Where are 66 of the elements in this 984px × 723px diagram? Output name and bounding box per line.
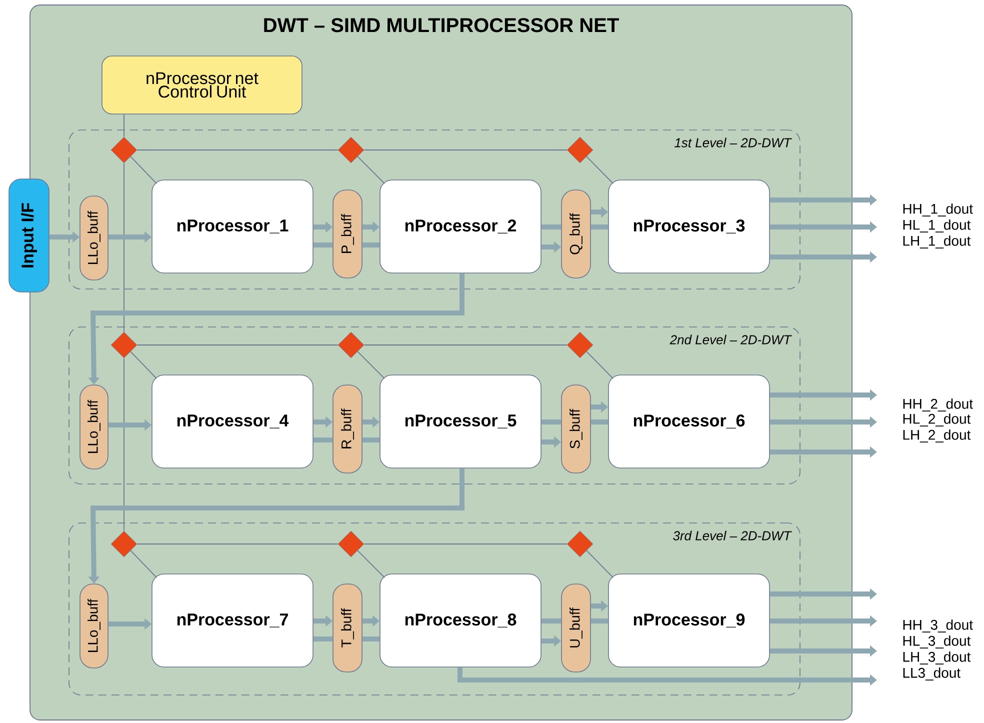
level-heading: 1st Level – 2D-DWT	[674, 138, 792, 148]
title: DWT – SIMD MULTIPROCESSOR NET	[264, 18, 619, 32]
diamond-shape	[566, 136, 594, 164]
data-line	[541, 224, 562, 230]
control-line	[130, 550, 158, 578]
processor-box: nProcessor_4	[152, 374, 314, 468]
control-line	[136, 344, 338, 346]
output-label: HL_1_dout	[903, 220, 971, 232]
interface-box: Input I/F	[8, 178, 50, 292]
data-line	[590, 618, 608, 624]
diamond-shape	[110, 530, 138, 558]
buffer-pill: LLo_buff	[80, 196, 108, 280]
processor-box: nProcessor_3	[608, 180, 770, 274]
data-line	[541, 618, 562, 624]
diamond-shape	[338, 136, 364, 164]
processor-box: nProcessor_7	[152, 574, 314, 668]
diamond-shape	[566, 530, 594, 558]
output-label: LH_1_dout	[903, 236, 971, 248]
data-line	[590, 420, 608, 424]
control-line	[130, 156, 158, 184]
control-unit-box: nProcessor net Control Unit	[102, 56, 302, 114]
diamond-shape	[110, 332, 138, 358]
control-line	[357, 351, 386, 380]
processor-box: nProcessor_6	[608, 374, 770, 468]
output-label: HL_3_dout	[903, 636, 971, 648]
level-heading: 3rd Level – 2D-DWT	[673, 530, 792, 540]
buffer-pill: LLo_buff	[80, 384, 108, 470]
output-label: HH_2_dout	[903, 398, 973, 412]
processor-box: nProcessor_2	[380, 180, 542, 274]
buffer-pill: S_buff	[561, 384, 591, 474]
data-line	[590, 224, 608, 230]
control-line	[586, 351, 614, 380]
output-label: LH_3_dout	[903, 652, 971, 664]
control-line	[357, 550, 386, 578]
buffer-pill: R_buff	[332, 384, 362, 474]
output-label: LH_2_dout	[903, 430, 971, 442]
processor-box: nProcessor_5	[380, 374, 542, 468]
control-line	[586, 156, 614, 184]
data-line	[362, 636, 380, 642]
output-label: HH_3_dout	[903, 620, 973, 632]
control-line	[130, 351, 158, 380]
diamond-shape	[110, 136, 138, 164]
data-line	[313, 438, 333, 442]
control-line	[586, 550, 614, 578]
data-line	[313, 242, 333, 248]
buffer-pill: Q_buff	[561, 190, 591, 278]
control-line	[357, 156, 386, 184]
processor-box: nProcessor_9	[608, 574, 770, 668]
buffer-pill: P_buff	[332, 190, 362, 278]
level-heading: 2nd Level – 2D-DWT	[670, 334, 792, 344]
diamond-shape	[338, 530, 364, 558]
processor-box: nProcessor_8	[380, 574, 542, 668]
diamond-shape	[338, 332, 364, 358]
processor-box: nProcessor_1	[152, 180, 314, 274]
output-label: LL3_dout	[903, 668, 960, 680]
output-label: HL_2_dout	[903, 414, 971, 426]
output-label: HH_1_dout	[903, 204, 973, 216]
data-line	[313, 636, 333, 642]
diamond-shape	[566, 332, 594, 358]
buffer-pill: T_buff	[332, 584, 362, 672]
buffer-pill: LLo_buff	[80, 584, 108, 668]
data-line	[362, 242, 380, 248]
buffer-pill: U_buff	[561, 584, 591, 672]
control-line	[364, 344, 568, 346]
data-line	[362, 438, 380, 442]
data-line	[541, 420, 562, 424]
